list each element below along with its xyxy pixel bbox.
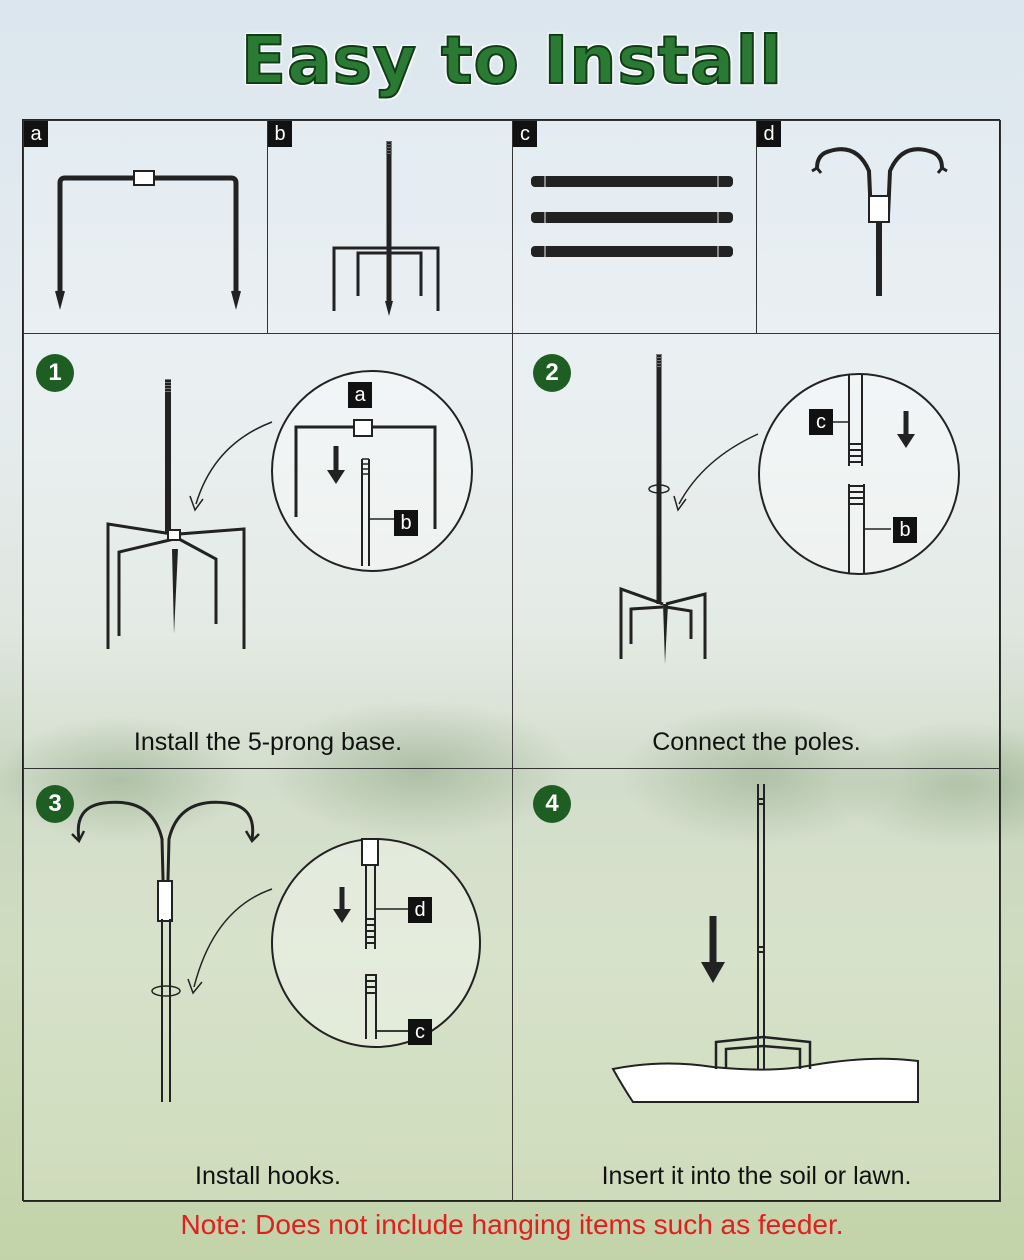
step-2-callout-b: b	[893, 517, 917, 543]
part-cell-b: b	[267, 120, 513, 334]
step-1-caption: Install the 5-prong base.	[133, 728, 403, 756]
part-cell-a: a	[23, 120, 268, 334]
part-label-d: d	[757, 121, 781, 147]
disclaimer-note: Note: Does not include hanging items suc…	[180, 1209, 844, 1240]
part-cell-d: d	[756, 120, 1001, 334]
step-3-panel: 3 d c Install hoo	[23, 768, 513, 1202]
step-1-panel: 1 a b Install the 5-pron	[23, 333, 513, 769]
step-4-caption: Insert it into the soil or lawn.	[601, 1162, 912, 1190]
step-3-callout-d: d	[408, 897, 432, 923]
step-3-badge: 3	[36, 785, 74, 823]
step-3-caption: Install hooks.	[195, 1162, 341, 1190]
step-2-panel: 2 c b Connect the poles.	[512, 333, 1001, 769]
base-illustration	[332, 141, 440, 316]
step-1-badge: 1	[36, 354, 74, 392]
step-3-illustration	[71, 800, 481, 1102]
step-2-badge: 2	[533, 354, 571, 392]
part-cell-c: c	[512, 120, 757, 334]
step-1-callout-a: a	[348, 382, 372, 408]
instruction-grid: a b c d	[22, 119, 1001, 1202]
step-4-illustration	[611, 784, 919, 1103]
step-3-callout-c: c	[408, 1019, 432, 1045]
page-title: Easy to Install	[240, 21, 783, 100]
step-2-caption: Connect the poles.	[652, 728, 861, 756]
hook-illustration	[811, 147, 948, 296]
part-label-c: c	[513, 121, 537, 147]
poles-illustration	[531, 176, 733, 257]
part-label-b: b	[268, 121, 292, 147]
part-label-a: a	[24, 121, 48, 147]
step-4-badge: 4	[533, 785, 571, 823]
step-2-callout-c: c	[809, 409, 833, 435]
crossbar-illustration	[55, 170, 241, 310]
step-1-callout-b: b	[394, 510, 418, 536]
step-1-illustration	[106, 370, 473, 649]
step-2-illustration	[619, 354, 960, 664]
step-4-panel: 4 Insert it into the soil or lawn.	[512, 768, 1001, 1202]
